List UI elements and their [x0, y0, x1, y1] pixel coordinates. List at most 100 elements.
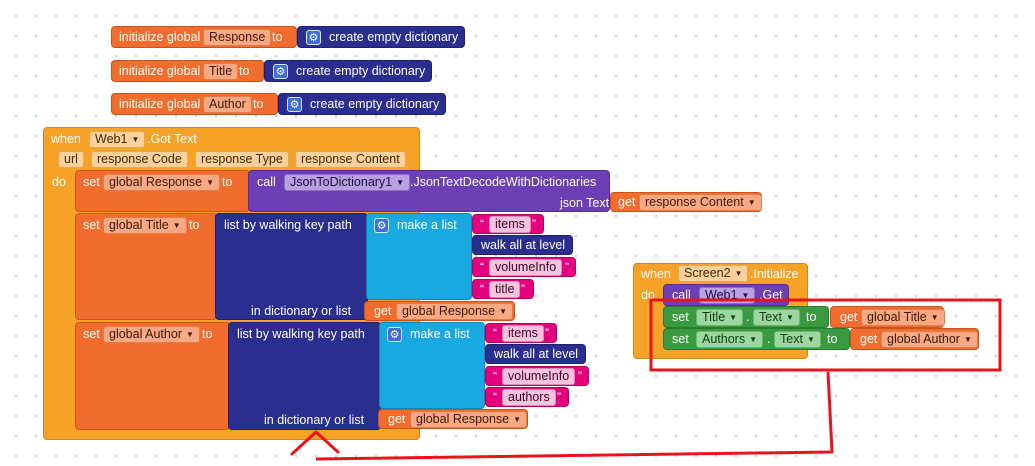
text-block-authors[interactable]: “ authors ”	[485, 387, 569, 407]
quote-open: “	[480, 282, 484, 296]
set-global-author-block[interactable]: set global Author▼ to	[75, 322, 230, 430]
component-dropdown-title[interactable]: Title▼	[696, 309, 744, 326]
component-dropdown-web1-get[interactable]: Web1▼	[699, 287, 756, 304]
quote-open: “	[493, 390, 497, 404]
set-authors-text-block[interactable]: set Authors▼ . Text▼ to	[663, 328, 850, 350]
text-block-title[interactable]: “ title ”	[472, 279, 534, 299]
param-name: response Content	[645, 195, 744, 209]
call-json-decode-block[interactable]: call JsonToDictionary1▼ .JsonTextDecodeW…	[248, 170, 610, 212]
to-label: to	[189, 218, 200, 232]
var-name-author[interactable]: Author	[203, 96, 252, 113]
quote-close: ”	[545, 326, 549, 340]
var-dropdown-global-response[interactable]: global Response▼	[396, 303, 514, 320]
set-title-text-block[interactable]: set Title▼ . Text▼ to	[663, 306, 829, 328]
var-dropdown-global-author[interactable]: global Author▼	[881, 331, 978, 348]
component-dropdown-authors[interactable]: Authors▼	[696, 331, 764, 348]
get-label: get	[388, 412, 406, 426]
walk-key-path-block-author[interactable]: list by walking key path in dictionary o…	[228, 322, 381, 430]
call-web1-get-block[interactable]: call Web1▼ .Get	[663, 284, 789, 306]
in-dict-label: in dictionary or list	[264, 413, 365, 427]
get-global-response-block-2[interactable]: get global Response▼	[378, 409, 528, 429]
var-name-title[interactable]: Title	[203, 63, 239, 80]
text-block-items-2[interactable]: “ items ”	[485, 323, 557, 343]
dropdown-arrow-icon: ▼	[206, 178, 215, 187]
text-block-volumeinfo-2[interactable]: “ volumeInfo ”	[485, 366, 589, 386]
call-label: call	[257, 175, 276, 189]
make-list-block-author[interactable]: ⚙ make a list	[379, 322, 485, 409]
quote-close: ”	[565, 260, 569, 274]
get-global-response-block-1[interactable]: get global Response▼	[364, 301, 515, 321]
set-label: set	[672, 310, 689, 324]
gear-icon[interactable]: ⚙	[287, 97, 302, 112]
text-value-volumeinfo[interactable]: volumeInfo	[502, 368, 576, 385]
param-response-content[interactable]: response Content	[295, 151, 406, 168]
property-dropdown-text[interactable]: Text▼	[753, 309, 800, 326]
quote-open: “	[493, 369, 497, 383]
var-dropdown-global-response[interactable]: global Response▼	[103, 174, 221, 191]
init-label: initialize global	[119, 64, 201, 78]
dot-label: .	[767, 332, 771, 346]
param-dropdown-response-content[interactable]: response Content▼	[639, 194, 762, 211]
param-url[interactable]: url	[58, 151, 84, 168]
walk-key-path-block-title[interactable]: list by walking key path in dictionary o…	[215, 213, 368, 320]
walk-all-level-block-author[interactable]: walk all at level	[485, 344, 586, 364]
component-dropdown-screen2[interactable]: Screen2▼	[678, 265, 749, 282]
dropdown-arrow-icon: ▼	[785, 313, 794, 322]
make-list-block-title[interactable]: ⚙ make a list	[366, 213, 472, 300]
create-dict-block-2[interactable]: ⚙ create empty dictionary	[264, 60, 432, 82]
event-name: .Initialize	[750, 267, 799, 281]
walk-all-level-block-title[interactable]: walk all at level	[472, 235, 573, 255]
component-name: Screen2	[684, 266, 731, 280]
init-label: initialize global	[119, 30, 201, 44]
gear-icon[interactable]: ⚙	[273, 64, 288, 79]
text-block-volumeinfo[interactable]: “ volumeInfo ”	[472, 257, 576, 277]
dropdown-arrow-icon: ▼	[499, 307, 508, 316]
quote-open: “	[480, 217, 484, 231]
when-label: when	[51, 132, 81, 146]
var-name: global Response	[402, 304, 496, 318]
create-dict-label: create empty dictionary	[310, 97, 440, 111]
set-global-title-block[interactable]: set global Title▼ to	[75, 213, 217, 320]
get-global-title-block[interactable]: get global Title▼	[830, 306, 945, 328]
get-label: get	[374, 304, 392, 318]
text-block-items[interactable]: “ items ”	[472, 214, 544, 234]
init-global-response-block[interactable]: initialize global Response to	[111, 26, 297, 48]
text-value-items[interactable]: items	[489, 216, 531, 233]
call-label: call	[672, 288, 691, 302]
component-dropdown-json[interactable]: JsonToDictionary1▼	[284, 174, 411, 191]
gear-icon[interactable]: ⚙	[374, 218, 389, 233]
var-dropdown-global-response[interactable]: global Response▼	[410, 411, 528, 428]
component-name: Web1	[705, 288, 738, 302]
var-name-response[interactable]: Response	[203, 29, 272, 46]
to-label: to	[806, 310, 817, 324]
var-dropdown-global-title[interactable]: global Title▼	[103, 217, 187, 234]
to-label: to	[239, 64, 250, 78]
get-global-author-block[interactable]: get global Author▼	[850, 328, 979, 350]
text-value-volumeinfo[interactable]: volumeInfo	[489, 259, 563, 276]
dropdown-arrow-icon: ▼	[749, 335, 758, 344]
var-dropdown-global-author[interactable]: global Author▼	[103, 326, 200, 343]
dropdown-arrow-icon: ▼	[930, 313, 939, 322]
set-global-response-block[interactable]: set global Response▼ to	[75, 170, 250, 212]
quote-close: ”	[557, 390, 561, 404]
dropdown-arrow-icon: ▼	[513, 415, 522, 424]
property-dropdown-text[interactable]: Text▼	[774, 331, 821, 348]
var-dropdown-global-title[interactable]: global Title▼	[861, 309, 945, 326]
do-label: do	[52, 175, 66, 189]
text-value-items[interactable]: items	[502, 325, 544, 342]
param-response-code[interactable]: response Code	[91, 151, 188, 168]
param-response-type[interactable]: response Type	[195, 151, 289, 168]
text-value-authors[interactable]: authors	[502, 389, 556, 406]
create-dict-label: create empty dictionary	[296, 64, 426, 78]
get-response-content-block[interactable]: get response Content▼	[610, 192, 762, 212]
create-dict-block-3[interactable]: ⚙ create empty dictionary	[278, 93, 446, 115]
component-dropdown-web1[interactable]: Web1▼	[89, 131, 146, 148]
set-label: set	[83, 175, 100, 189]
init-global-title-block[interactable]: initialize global Title to	[111, 60, 264, 82]
create-dict-block-1[interactable]: ⚙ create empty dictionary	[297, 26, 465, 48]
init-global-author-block[interactable]: initialize global Author to	[111, 93, 278, 115]
text-value-title[interactable]: title	[489, 281, 521, 298]
gear-icon[interactable]: ⚙	[387, 327, 402, 342]
dropdown-arrow-icon: ▼	[747, 198, 756, 207]
gear-icon[interactable]: ⚙	[306, 30, 321, 45]
